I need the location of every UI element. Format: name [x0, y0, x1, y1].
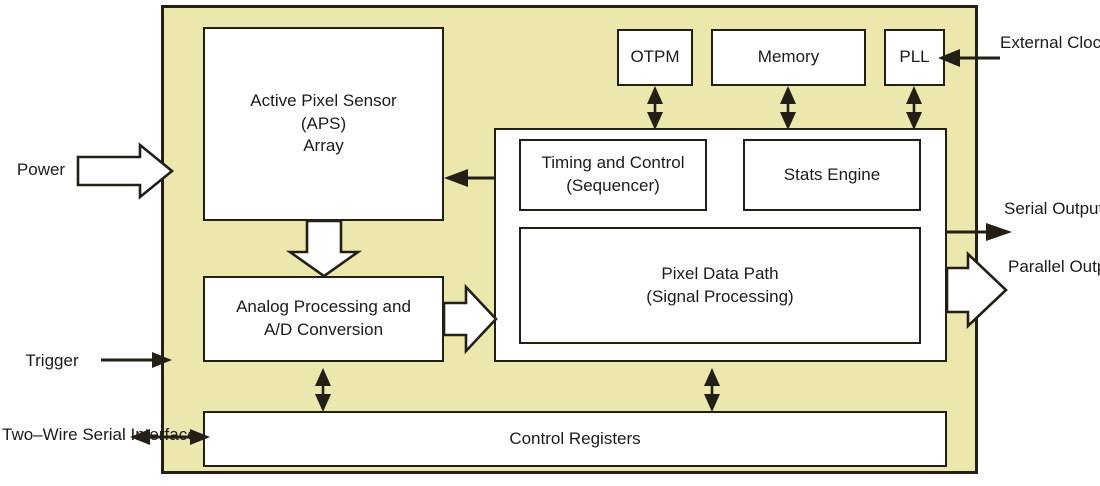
label-power: Power — [16, 160, 66, 179]
pixel-data-path-line-2: (Signal Processing) — [646, 286, 794, 306]
block-memory[interactable]: Memory — [711, 29, 866, 86]
block-pixel-data-path[interactable]: Pixel Data Path (Signal Processing) — [519, 227, 921, 344]
block-timing-and-control[interactable]: Timing and Control (Sequencer) — [519, 139, 707, 211]
external-clock-line-1: External — [1000, 33, 1063, 52]
serial-output-line-1: Serial — [1004, 199, 1048, 218]
aps-line-3: Array — [303, 136, 344, 156]
two-wire-line-2: Serial Interface — [82, 425, 197, 444]
aps-line-1: Active Pixel Sensor — [250, 90, 397, 110]
timing-line-2: (Sequencer) — [566, 176, 660, 195]
serial-output-line-2: Output — [1052, 199, 1100, 218]
pixel-data-path-line-1: Pixel Data Path — [661, 263, 779, 283]
pll-label: PLL — [899, 47, 930, 67]
aps-line-2: (APS) — [300, 113, 347, 133]
external-clock-line-2: Clock — [1067, 33, 1100, 52]
two-wire-line-1: Two–Wire — [2, 425, 78, 444]
analog-line-1: Analog Processing and — [236, 297, 411, 317]
stats-label: Stats Engine — [783, 164, 881, 184]
memory-label: Memory — [757, 47, 820, 67]
arrow-power-input — [76, 142, 175, 200]
analog-line-2: A/D Conversion — [263, 320, 384, 339]
block-control-registers[interactable]: Control Registers — [203, 411, 947, 467]
block-stats-engine[interactable]: Stats Engine — [743, 139, 921, 211]
label-two-wire-serial-interface: Two–Wire Serial Interface — [2, 424, 197, 446]
label-external-clock: External Clock — [1000, 32, 1100, 54]
label-trigger: Trigger — [25, 351, 79, 370]
block-analog-processing-adc[interactable]: Analog Processing and A/D Conversion — [203, 276, 444, 362]
block-digital-core: Timing and Control (Sequencer) Stats Eng… — [494, 128, 947, 362]
parallel-output-line-1: Parallel — [1008, 257, 1065, 276]
otpm-label: OTPM — [630, 47, 680, 67]
block-pll[interactable]: PLL — [884, 29, 945, 86]
block-otpm[interactable]: OTPM — [617, 29, 693, 86]
parallel-output-line-2: Output — [1069, 257, 1100, 276]
block-active-pixel-sensor-array[interactable]: Active Pixel Sensor (APS) Array — [203, 27, 444, 221]
label-serial-output: Serial Output — [1004, 198, 1100, 220]
timing-line-1: Timing and Control — [541, 153, 685, 173]
control-registers-label: Control Registers — [509, 428, 641, 448]
label-parallel-output: Parallel Output — [1008, 256, 1100, 278]
